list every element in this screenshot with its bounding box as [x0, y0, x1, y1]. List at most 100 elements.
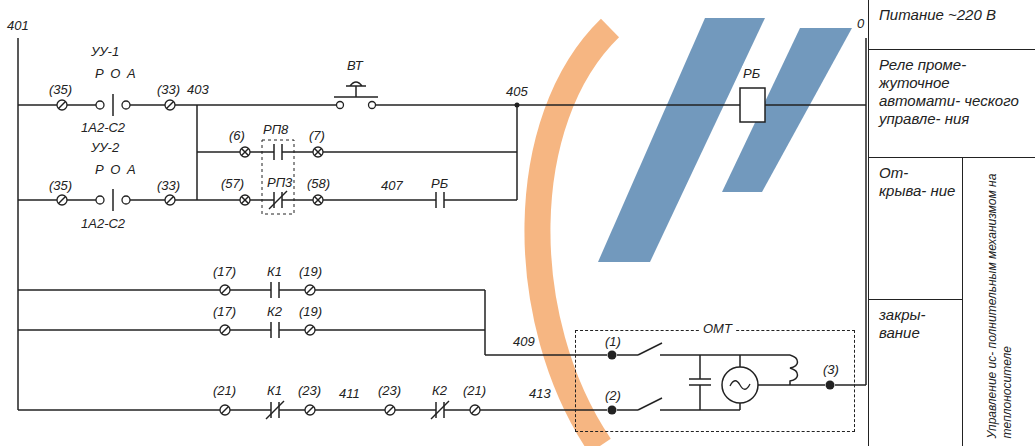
terminal-cross: [315, 197, 322, 204]
terminal-cross: [242, 197, 249, 204]
terminal-number: (19): [298, 304, 323, 319]
switch-contact: [96, 101, 104, 109]
wire-line: [739, 403, 741, 410]
terminal-cross: [242, 197, 249, 204]
wire-line: [130, 104, 336, 106]
terminal-cross: [315, 149, 322, 156]
terminal-symbol: [220, 325, 230, 335]
device-label: К1: [266, 264, 283, 279]
terminal-symbol: [165, 100, 175, 110]
motor-winding: [790, 355, 798, 385]
capacitor-plate: [689, 378, 711, 380]
table-cell: закры- вание: [868, 300, 962, 446]
wiring: [18, 38, 866, 419]
terminal-symbol: [220, 405, 230, 415]
terminal-slash: [222, 407, 229, 414]
wire-number: 405: [505, 84, 529, 99]
terminal-symbol: [313, 147, 323, 157]
motor-symbol: [722, 367, 758, 403]
cell-text: От- крыва- ние: [879, 164, 956, 200]
wire-line: [739, 355, 741, 367]
button-stem: [355, 86, 357, 97]
wire-line: [444, 409, 607, 411]
cell-text: Реле проме- жуточное автомати- ческого у…: [879, 56, 1029, 128]
wire-line: [740, 354, 790, 356]
terminal-number: (6): [228, 128, 246, 143]
switch-position: [112, 189, 114, 211]
wire-line: [18, 289, 271, 291]
terminal-number: (58): [306, 176, 331, 191]
wire-line: [282, 199, 436, 201]
wire-line: [484, 290, 486, 355]
switch-position: [112, 94, 114, 116]
terminal-slash: [307, 287, 314, 294]
wire-line: [835, 384, 866, 386]
terminal-symbol: [57, 100, 67, 110]
path-shape: [722, 28, 852, 192]
contact-plate: [435, 192, 437, 208]
terminal-symbol: [165, 195, 175, 205]
contact-plate: [273, 144, 275, 160]
table-cell: От- крыва- ние: [868, 158, 962, 300]
device-label: Р О А: [94, 162, 137, 177]
watermark-logo: [537, 18, 852, 446]
wire-number: 413: [528, 386, 552, 401]
terminal-number: (33): [156, 82, 181, 97]
limit-switch-arm: [638, 343, 662, 355]
terminal-dot: [608, 351, 617, 360]
button-head: [346, 82, 366, 86]
terminal-number: (1): [604, 334, 622, 349]
wire-number: 407: [380, 178, 404, 193]
rotation-frame: Управление ис- полнительным механизмом н…: [966, 166, 1031, 438]
terminal-number: (35): [48, 82, 73, 97]
actuator-frame: ОМТ: [575, 330, 855, 432]
table-cell-vertical: Управление ис- полнительным механизмом н…: [962, 158, 1035, 446]
wire-line: [617, 354, 638, 356]
terminal-dot: [826, 381, 835, 390]
button-contact: [369, 102, 376, 109]
wire-number: 0: [856, 16, 865, 31]
device-label: РБ: [430, 176, 449, 191]
device-label: К2: [266, 304, 283, 319]
path-shape: [598, 18, 765, 262]
terminal-dot: [608, 406, 617, 415]
device-label: РБ: [742, 66, 761, 81]
terminal-symbol: [313, 195, 323, 205]
switch-contact: [96, 196, 104, 204]
wire-line: [765, 104, 866, 106]
terminal-number: (17): [212, 304, 237, 319]
terminal-symbol: [220, 285, 230, 295]
terminal-symbol: [57, 195, 67, 205]
wire-line: [758, 384, 825, 386]
wire-line: [485, 354, 607, 356]
terminal-cross: [242, 149, 249, 156]
terminal-number: (33): [156, 178, 181, 193]
relay-group-frame: [262, 140, 294, 214]
power-bus: [865, 38, 867, 385]
terminal-symbol: [305, 325, 315, 335]
terminal-slash: [222, 287, 229, 294]
wire-line: [18, 409, 271, 411]
terminal-number: (23): [297, 383, 322, 398]
device-label: УУ-1: [90, 44, 120, 59]
terminal-cross: [315, 197, 322, 204]
terminal-number: (21): [462, 383, 487, 398]
terminal-slash: [167, 197, 174, 204]
terminal-slash: [167, 102, 174, 109]
wire-line: [376, 104, 740, 106]
terminal-cross: [242, 149, 249, 156]
terminal-number: (7): [308, 128, 326, 143]
device-label: 1А2-С2: [80, 120, 126, 135]
wire-line: [699, 385, 701, 410]
terminal-number: (57): [220, 176, 245, 191]
terminal-slash: [387, 407, 394, 414]
cell-text: закры- вание: [879, 306, 956, 342]
limit-switch-arm: [638, 398, 662, 410]
terminal-symbol: [385, 405, 395, 415]
wire-line: [18, 329, 271, 331]
contact-plate: [270, 322, 272, 338]
wire-number: 411: [338, 386, 361, 401]
switch-contact: [122, 196, 130, 204]
contact-plate: [273, 192, 275, 208]
device-label: К1: [266, 383, 283, 398]
